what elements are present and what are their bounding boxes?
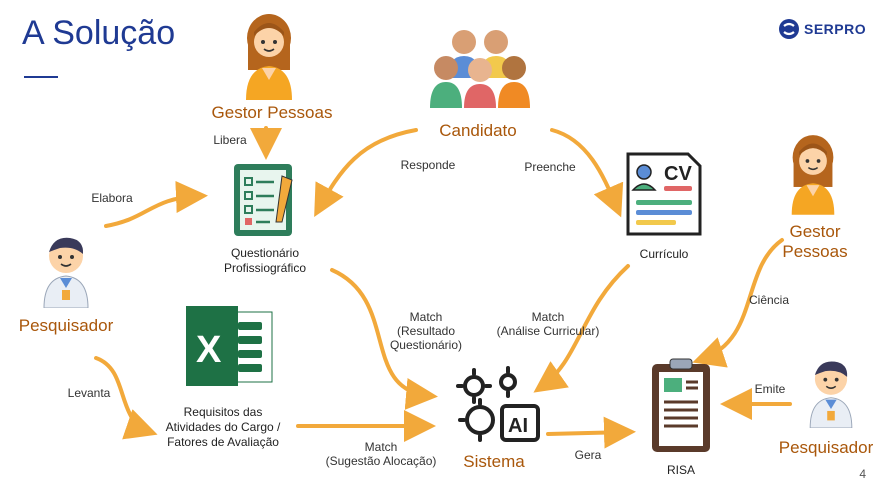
edge-label-levanta: Levanta [67,386,111,400]
arrow-preenche [550,128,624,218]
ai-text: AI [508,415,528,437]
arrow-ciencia [692,238,784,368]
risa-clipboard-icon [652,358,710,452]
manager-woman-icon [246,14,292,100]
gestor-pessoas-right-label: Gestor Pessoas [770,222,860,262]
questionnaire-clipboard-icon [234,164,293,236]
edge-label-responde: Responde [400,158,456,172]
candidato-label: Candidato [439,121,517,140]
ai-gears-icon: AI [456,366,540,442]
questionario-caption: Questionário Profissiográfico [205,246,325,276]
questionario-caption-line1: Questionário [230,246,300,260]
arrow-match-analise [533,264,630,393]
gestor-pessoas-top-label: Gestor Pessoas [211,103,333,122]
questionario-caption-line2: Profissiográfico [223,261,307,275]
edge-label-ciencia: Ciência [748,293,790,307]
researcher-man-icon-right [809,361,853,428]
edge-label-gera: Gera [574,448,602,462]
requisitos-caption-line2: Atividades do Cargo / [165,420,281,434]
arrow-levanta [94,356,158,440]
curriculo-caption: Currículo [639,247,689,261]
gestor-right-line1: Gestor [789,222,841,241]
match-resultado-line2: (Resultado [396,324,456,338]
edge-label-match-resultado: Match (Resultado Questionário) [376,310,476,352]
brand-name: SERPRO [804,21,867,37]
excel-spreadsheet-icon: X [186,306,273,386]
candidates-group-icon [430,30,530,108]
arrow-match-resultado [330,268,438,410]
researcher-man-icon-left [43,237,89,308]
arrow-elabora [104,180,208,228]
arrow-responde [314,128,418,218]
match-analise-line1: Match [531,310,565,324]
serpro-logo: SERPRO [778,18,866,40]
edge-label-preenche: Preenche [524,160,576,174]
manager-woman-icon-right [791,135,835,215]
cv-document-icon: CV [626,152,702,236]
edge-label-match-sugestao: Match (Sugestão Alocação) [314,440,448,468]
requisitos-caption-line1: Requisitos das [183,405,263,419]
gestor-right-line2: Pessoas [782,242,848,261]
arrow-gera [546,416,636,449]
requisitos-caption-line3: Fatores de Avaliação [167,435,279,449]
pesquisador-right-label: Pesquisador [778,438,874,457]
serpro-logo-icon [779,19,799,39]
edge-label-libera: Libera [213,133,247,147]
page-number: 4 [859,467,866,481]
edge-label-elabora: Elabora [91,191,133,205]
edge-label-emite: Emite [754,382,786,396]
risa-caption: RISA [666,463,695,477]
match-resultado-line3: Questionário) [389,338,463,352]
match-sugestao-line2: (Sugestão Alocação) [325,454,437,468]
match-sugestao-line1: Match [364,440,398,454]
title-underline [24,76,58,78]
match-resultado-line1: Match [409,310,443,324]
requisitos-caption: Requisitos das Atividades do Cargo / Fat… [148,405,298,450]
page-title: A Solução [22,14,176,52]
match-analise-line2: (Análise Curricular) [496,324,600,338]
cv-text: CV [664,163,692,185]
sistema-label: Sistema [463,452,525,471]
excel-x-text: X [196,329,222,371]
edge-label-match-analise: Match (Análise Curricular) [486,310,610,338]
pesquisador-left-label: Pesquisador [18,316,114,335]
